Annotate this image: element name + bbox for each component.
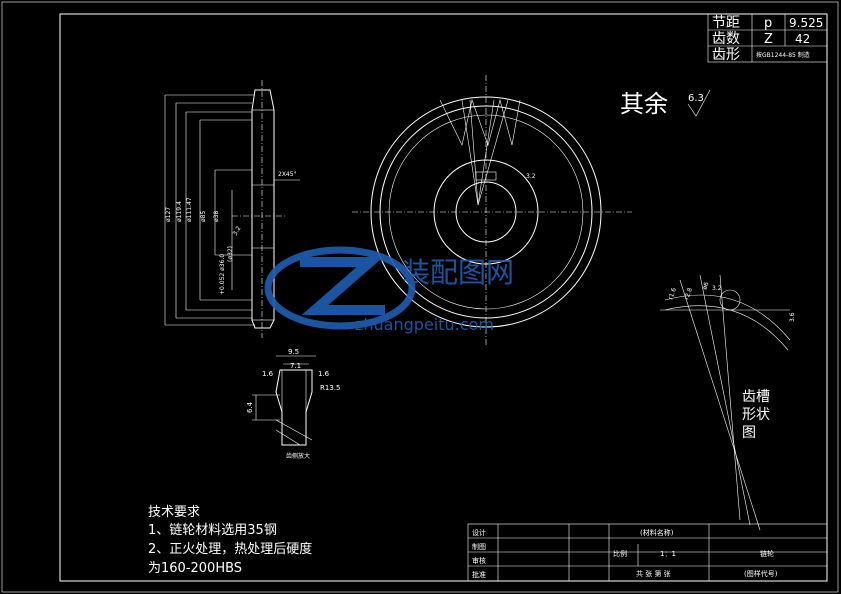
tb-material: (材料名称): [640, 528, 674, 537]
groove-shape: r1.6 r2.8 ø6 3.6 3.2 齿槽形状图: [660, 274, 796, 531]
dim-bore-tol: +0.052 ø36.0: [219, 254, 226, 295]
tech-req-line-1: 1、链轮材料选用35钢: [148, 523, 277, 538]
tb-sheets: 共 张 第 张: [636, 569, 671, 578]
groove-depth: 3.6: [789, 312, 796, 322]
tb-checker: 审核: [472, 556, 486, 565]
dim-pitch-dia: ø119.4: [176, 201, 183, 222]
tb-drawer: 制图: [472, 542, 486, 551]
technical-requirements: 技术要求 1、链轮材料选用35钢 2、正火处理，热处理后硬度 为160-200H…: [148, 505, 312, 576]
param-value-profile: 按GB1244-85 制造: [756, 51, 810, 59]
tooth-width: 9.5: [288, 348, 299, 356]
groove-caption: 齿槽形状图: [742, 389, 770, 441]
inner-frame: [59, 13, 828, 582]
tb-approver: 批准: [472, 570, 486, 579]
param-symbol-teeth: Z: [764, 32, 773, 47]
watermark-z-icon: [300, 257, 385, 315]
dim-root-dia: ø111.47: [186, 197, 193, 222]
tb-part-name: 链轮: [760, 549, 774, 558]
roughness-label: 其余: [620, 90, 668, 118]
roughness-note: 其余 6.3: [620, 89, 711, 118]
front-view: ø127 ø119.4 ø111.47 ø85 ø38 +0.052 ø36.0…: [164, 80, 300, 338]
tooth-height: 6.4: [246, 401, 254, 413]
param-label-profile: 齿形: [712, 47, 740, 63]
roughness-symbol-icon: [687, 89, 711, 117]
tooth-detail: 9.5 7.1 1.6 1.6 R13.5 6.4 齿侧放大: [246, 348, 340, 460]
param-value-pitch: 9.525: [789, 16, 823, 30]
dim-roughness-bore: 3.2: [232, 225, 243, 237]
groove-r1: r1.6: [667, 287, 678, 301]
tech-req-line-3: 为160-200HBS: [148, 561, 242, 576]
groove-dia: ø6: [701, 281, 710, 291]
tech-req-title: 技术要求: [148, 505, 200, 520]
groove-roughness: 3.2: [712, 285, 722, 292]
title-block: 设计 制图 审核 批准 (材料名称) 比例 1：1 链轮 共 张 第 张 (图样…: [467, 523, 828, 582]
param-label-pitch: 节距: [712, 15, 740, 31]
tooth-inner-width: 7.1: [290, 362, 301, 370]
watermark-text: 装配图网: [402, 256, 514, 289]
groove-r2: r2.8: [683, 287, 694, 301]
param-label-teeth: 齿数: [712, 31, 740, 47]
param-symbol-pitch: p: [764, 16, 772, 31]
tb-scale-label: 比例: [613, 549, 627, 558]
tooth-caption: 齿侧放大: [286, 452, 310, 460]
watermark: 装配图网 zhuangpeitu.com: [264, 246, 514, 334]
dim-chamfer: 2X45°: [278, 171, 297, 178]
dim-bore-32: (ø32): [227, 246, 234, 262]
roughness-value: 6.3: [688, 93, 704, 104]
parameter-table: 节距 p 9.525 齿数 Z 42 齿形 按GB1244-85 制造: [707, 13, 828, 63]
tooth-chamfer-right: 1.6: [318, 370, 330, 378]
tb-scale: 1：1: [660, 550, 676, 558]
watermark-logo-icon: [264, 246, 416, 330]
side-roughness: 3.2: [526, 173, 536, 180]
tb-designer: 设计: [472, 528, 486, 537]
dim-od: ø127: [165, 207, 172, 222]
tooth-chamfer-left: 1.6: [262, 370, 274, 378]
side-view: 3.2: [352, 75, 632, 345]
param-value-teeth: 42: [795, 32, 810, 46]
tooth-radius: R13.5: [320, 384, 340, 392]
tech-req-line-2: 2、正火处理，热处理后硬度: [148, 541, 312, 557]
watermark-url: zhuangpeitu.com: [355, 315, 494, 334]
dim-hub-dia: ø85: [200, 211, 207, 222]
tb-drawing-no: (图样代号): [744, 569, 778, 578]
dim-bore-38: ø38: [213, 211, 220, 222]
